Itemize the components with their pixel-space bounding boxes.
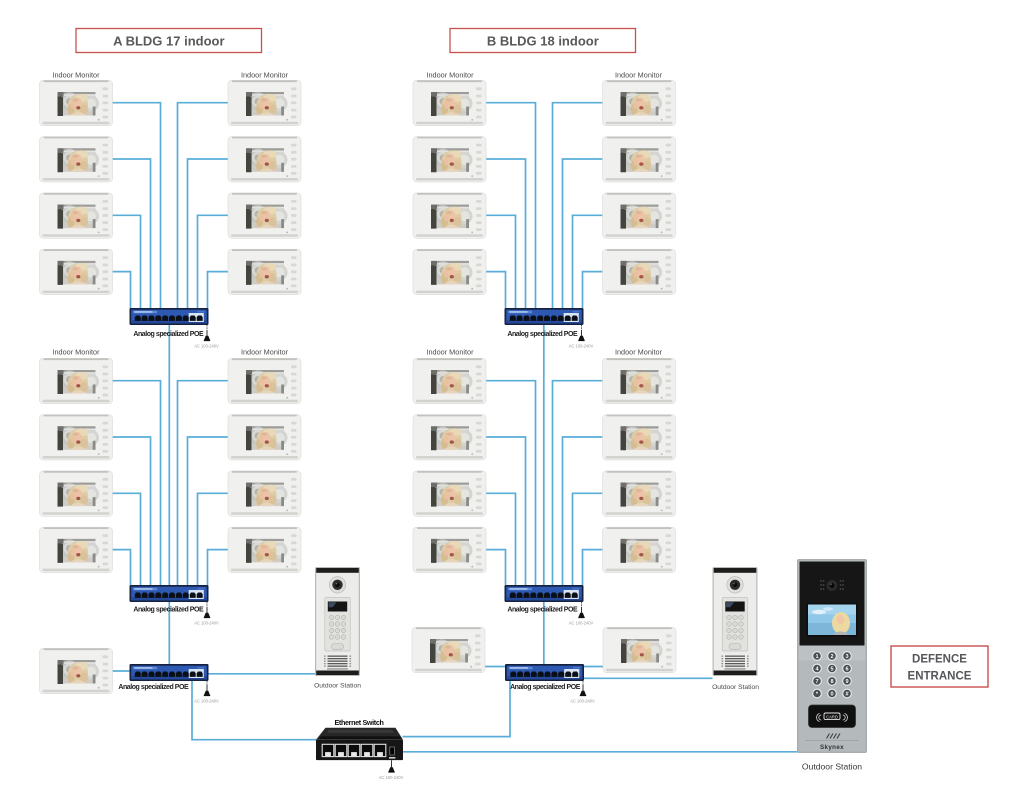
svg-text:Outdoor Station: Outdoor Station [712, 684, 759, 691]
svg-text:Indoor Monitor: Indoor Monitor [52, 70, 100, 79]
svg-text:Analog specialized POE: Analog specialized POE [133, 331, 204, 338]
svg-text:Analog specialized POE: Analog specialized POE [507, 607, 578, 614]
svg-text:B BLDG 18 indoor: B BLDG 18 indoor [487, 33, 599, 48]
svg-text:Outdoor Station: Outdoor Station [314, 682, 361, 689]
svg-text:ENTRANCE: ENTRANCE [908, 671, 972, 683]
svg-text:Indoor Monitor: Indoor Monitor [426, 70, 474, 79]
svg-text:AC 100-240V: AC 100-240V [194, 621, 219, 626]
svg-text:DEFENCE: DEFENCE [912, 654, 967, 666]
svg-text:AC 100-240V: AC 100-240V [569, 344, 594, 349]
svg-text:A BLDG 17 indoor: A BLDG 17 indoor [113, 33, 224, 48]
svg-text:AC 100-240V: AC 100-240V [194, 699, 219, 704]
svg-text:Indoor Monitor: Indoor Monitor [615, 347, 663, 356]
svg-text:Indoor Monitor: Indoor Monitor [241, 70, 289, 79]
svg-text:Indoor Monitor: Indoor Monitor [426, 347, 474, 356]
svg-text:Analog specialized POE: Analog specialized POE [507, 331, 578, 338]
svg-text:AC 100-240V: AC 100-240V [379, 775, 404, 780]
svg-text:AC 100-240V: AC 100-240V [569, 621, 594, 626]
svg-text:Indoor Monitor: Indoor Monitor [52, 347, 100, 356]
svg-text:Outdoor Station: Outdoor Station [802, 762, 862, 772]
svg-text:Analog specialized POE: Analog specialized POE [510, 684, 581, 691]
svg-text:Analog specialized POE: Analog specialized POE [118, 684, 189, 691]
svg-text:AC 100-240V: AC 100-240V [194, 344, 219, 349]
svg-text:Ethernet Switch: Ethernet Switch [334, 718, 383, 727]
svg-text:Indoor Monitor: Indoor Monitor [615, 70, 663, 79]
svg-text:Analog specialized POE: Analog specialized POE [133, 607, 204, 614]
svg-text:AC 100-240V: AC 100-240V [570, 699, 595, 704]
svg-text:Indoor Monitor: Indoor Monitor [241, 347, 289, 356]
